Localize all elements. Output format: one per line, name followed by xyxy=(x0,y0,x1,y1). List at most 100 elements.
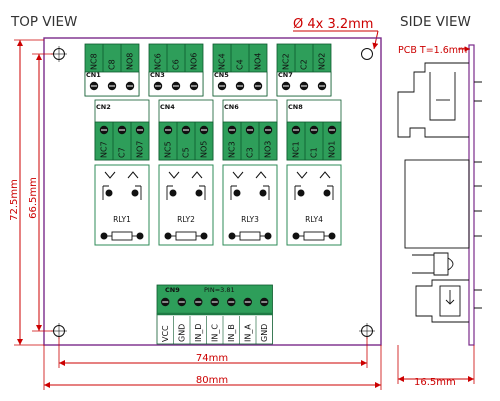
relay-rly3: RLY3 xyxy=(222,164,278,246)
resistor-icon xyxy=(111,231,133,241)
relay-coil-bracket-icon xyxy=(199,185,206,200)
dimension-height-inner xyxy=(32,53,53,332)
relay-pad-icon xyxy=(200,232,208,240)
relay-contact-icon xyxy=(232,171,244,179)
relay-coil-bracket-icon xyxy=(135,185,142,200)
top-view-title: TOP VIEW xyxy=(10,14,77,30)
pcb-thickness-label: PCB T=1.6mm xyxy=(398,45,467,56)
pin-label: C1 xyxy=(310,147,319,158)
relay-pad-icon xyxy=(259,189,267,197)
relay-pad-icon xyxy=(264,232,272,240)
relay-contact-icon xyxy=(191,171,203,179)
terminal-id-label: CN4 xyxy=(160,103,175,111)
pin-label: C2 xyxy=(300,59,309,70)
pin-label: C7 xyxy=(118,147,127,158)
hole-callout: Ø 4x 3.2mm xyxy=(293,17,373,32)
pin-label: NO6 xyxy=(190,53,199,70)
terminal-id-label: CN5 xyxy=(214,71,229,79)
relay-contact-icon xyxy=(127,171,139,179)
dimension-height-outer-label: 72.5mm xyxy=(9,179,20,221)
relay-pad-icon xyxy=(136,232,144,240)
relay-label: RLY1 xyxy=(113,215,131,224)
pin-label: C8 xyxy=(108,59,117,70)
relay-coil-bracket-icon xyxy=(102,185,109,200)
relay-rly2: RLY2 xyxy=(158,164,214,246)
relay-contact-icon xyxy=(319,171,331,179)
input-pin-label: IN_C xyxy=(210,324,219,342)
relay-contact-icon xyxy=(296,171,308,179)
relay-pad-icon xyxy=(164,232,172,240)
pin-label: NO8 xyxy=(126,53,135,70)
resistor-icon xyxy=(239,231,261,241)
relay-pad-icon xyxy=(169,189,177,197)
pin-label: C3 xyxy=(246,147,255,158)
relay-coil-bracket-icon xyxy=(166,185,173,200)
relay-coil-bracket-icon xyxy=(230,185,237,200)
pin-label: NO5 xyxy=(200,141,209,158)
relay-pad-icon xyxy=(328,232,336,240)
side-view-profile xyxy=(397,44,482,346)
input-pin-label: IN_B xyxy=(227,324,236,342)
dimension-height-outer xyxy=(14,39,44,346)
pin-label: C4 xyxy=(236,59,245,70)
pin-label: NC5 xyxy=(164,141,173,158)
input-pin-label: GND xyxy=(260,324,269,342)
board-outline xyxy=(43,37,382,346)
relay-contact-icon xyxy=(104,171,116,179)
pin-label: NO2 xyxy=(318,53,327,70)
relay-pad-icon xyxy=(233,189,241,197)
relay-contact-icon xyxy=(255,171,267,179)
pin-label: NO7 xyxy=(136,141,145,158)
mounting-hole-top-left xyxy=(51,46,67,62)
input-terminal-id-label: CN9 xyxy=(165,286,180,294)
pin-label: NC6 xyxy=(154,53,163,70)
relay-coil-bracket-icon xyxy=(294,185,301,200)
input-pin-label: VCC xyxy=(161,325,170,342)
dimension-height-inner-label: 66.5mm xyxy=(28,177,39,219)
relay-label: RLY2 xyxy=(177,215,195,224)
input-pin-label: IN_A xyxy=(243,324,252,342)
dimension-width-outer-label: 80mm xyxy=(196,375,228,386)
hole-callout-leader xyxy=(372,30,379,50)
relay-pad-icon xyxy=(297,189,305,197)
terminal-id-label: CN6 xyxy=(224,103,239,111)
pin-label: NC1 xyxy=(292,141,301,158)
terminal-id-label: CN2 xyxy=(96,103,111,111)
terminal-id-label: CN1 xyxy=(86,71,101,79)
terminal-id-label: CN7 xyxy=(278,71,293,79)
relay-pad-icon xyxy=(292,232,300,240)
input-pin-label: IN_D xyxy=(194,323,203,342)
relay-pad-icon xyxy=(100,232,108,240)
relay-outline xyxy=(158,164,214,246)
pin-label: NC8 xyxy=(90,53,99,70)
relay-coil-bracket-icon xyxy=(263,185,270,200)
relay-pad-icon xyxy=(131,189,139,197)
dimension-width-inner-label: 74mm xyxy=(196,353,228,364)
dimension-width-outer xyxy=(43,345,382,390)
pin-label: C6 xyxy=(172,59,181,70)
relay-pad-icon xyxy=(228,232,236,240)
relay-rly1: RLY1 xyxy=(94,164,150,246)
resistor-icon xyxy=(303,231,325,241)
dimension-depth xyxy=(397,345,475,384)
side-view-title: SIDE VIEW xyxy=(400,14,471,30)
pin-label: NC3 xyxy=(228,141,237,158)
relay-pad-icon xyxy=(195,189,203,197)
relay-outline xyxy=(94,164,150,246)
relay-rly4: RLY4 xyxy=(286,164,342,246)
relay-outline xyxy=(222,164,278,246)
pin-label: NC2 xyxy=(282,53,291,70)
terminal-id-label: CN3 xyxy=(150,71,165,79)
